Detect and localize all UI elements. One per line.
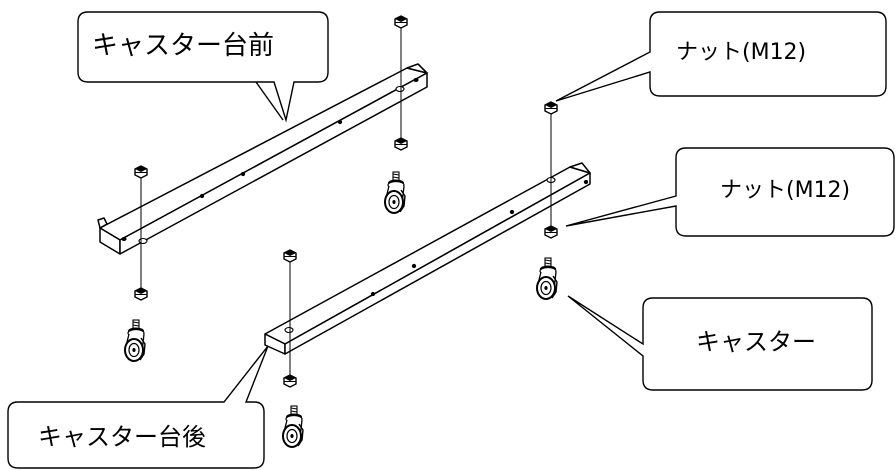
label-nut-top: ナット(M12) <box>676 40 807 65</box>
callout-nut-top <box>555 11 887 102</box>
caster-base-rear <box>264 162 591 355</box>
callout-caster-base-rear <box>7 345 269 469</box>
callout-caster-base-front <box>77 11 329 123</box>
label-nut-mid: ナット(M12) <box>720 178 851 203</box>
front-base-holes <box>121 77 419 245</box>
label-caster-base-rear: キャスター台後 <box>38 423 206 451</box>
callout-pointer-front <box>255 81 284 121</box>
label-caster-base-front: キャスター台前 <box>92 31 275 61</box>
label-caster: キャスター <box>696 328 816 356</box>
bolt-axes <box>140 28 552 378</box>
caster-base-front <box>97 63 428 255</box>
callout-nut-mid <box>565 147 895 237</box>
callout-caster <box>567 295 873 391</box>
